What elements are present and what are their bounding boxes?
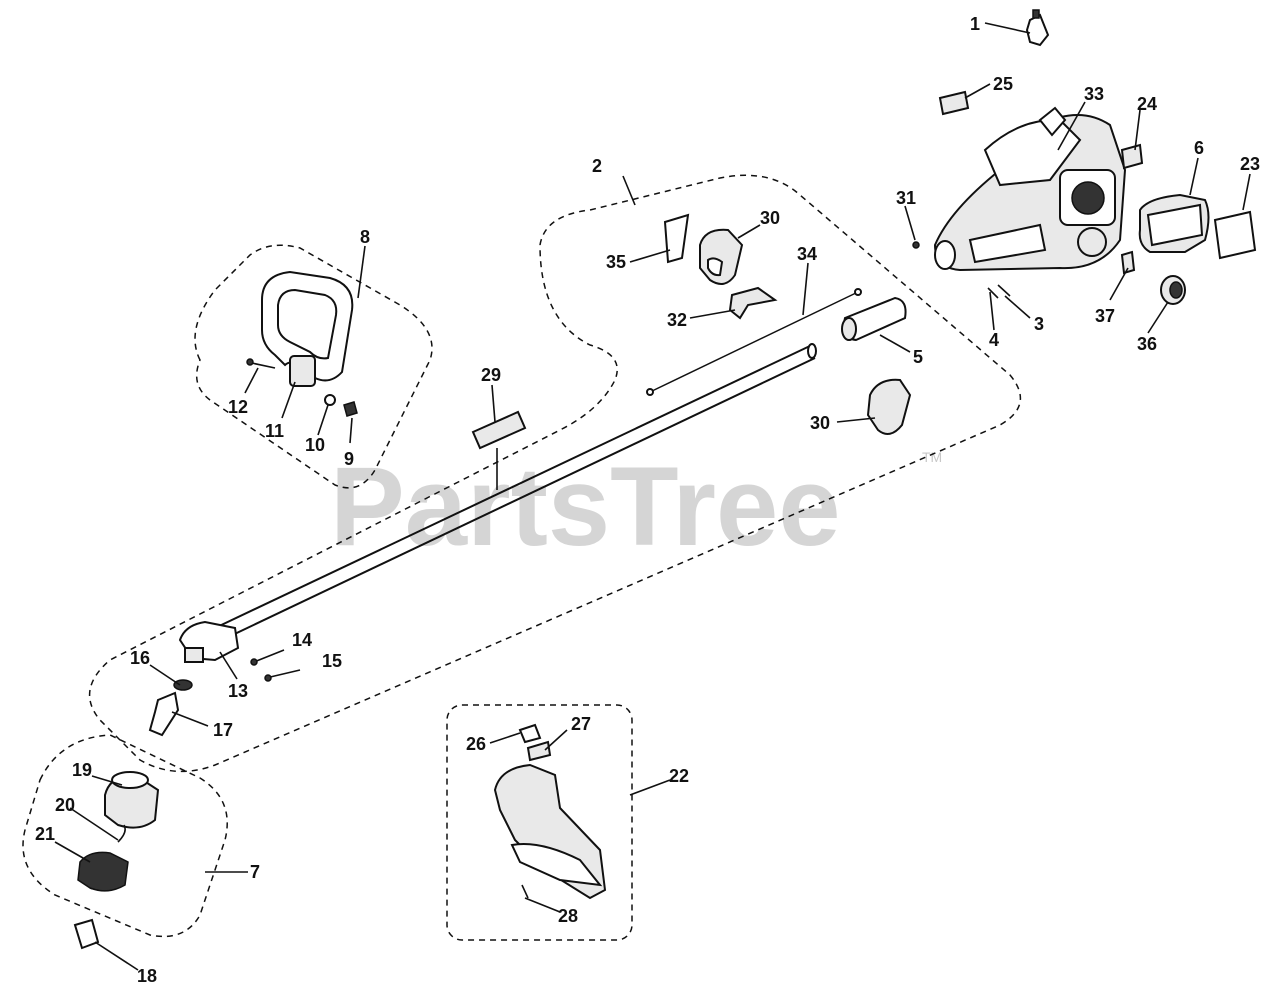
screws-3-4 [912, 241, 1011, 299]
throttle-cable [646, 288, 862, 396]
callout-35: 35 [606, 252, 626, 272]
group-outline-2 [88, 174, 1022, 773]
guard-assembly [493, 723, 607, 900]
callout-36: 36 [1137, 334, 1157, 354]
callout-28: 28 [558, 906, 578, 926]
callout-27: 27 [571, 714, 591, 734]
callout-2: 2 [592, 156, 602, 176]
drive-shaft [214, 343, 817, 641]
callout-7: 7 [250, 862, 260, 882]
gear-head [178, 620, 301, 682]
callout-33: 33 [1084, 84, 1104, 104]
callout-24: 24 [1137, 94, 1157, 114]
callout-37: 37 [1095, 306, 1115, 326]
sleeve-part-5 [841, 296, 907, 342]
filter-part-37 [1120, 250, 1136, 275]
spark-plug [1025, 9, 1050, 47]
decal-part-25 [938, 90, 970, 116]
callout-23: 23 [1240, 154, 1260, 174]
watermark-text: PartsTree [330, 444, 841, 569]
engine [933, 106, 1127, 272]
callout-10: 10 [305, 435, 325, 455]
callout-34: 34 [797, 244, 817, 264]
leader-lines [54, 22, 1251, 971]
callout-11: 11 [265, 421, 284, 441]
callout-30-lower: 30 [810, 413, 830, 433]
callout-14: 14 [292, 630, 312, 650]
callout-20: 20 [55, 795, 75, 815]
callout-9: 9 [344, 449, 354, 469]
callout-21: 21 [35, 824, 55, 844]
callout-22: 22 [669, 766, 689, 786]
callout-18: 18 [137, 966, 157, 986]
callout-30-upper: 30 [760, 208, 780, 228]
callout-8: 8 [360, 227, 370, 247]
label-part-29 [471, 410, 527, 490]
callout-6: 6 [1194, 138, 1204, 158]
callout-29: 29 [481, 365, 501, 385]
callout-26: 26 [466, 734, 486, 754]
callout-15: 15 [322, 651, 342, 671]
callout-labels: 1 2 3 4 5 6 7 8 9 10 11 12 13 14 15 16 1… [35, 14, 1260, 986]
callout-31: 31 [896, 188, 916, 208]
callout-13: 13 [228, 681, 248, 701]
group-outline-8 [194, 244, 433, 489]
bracket-part-35 [663, 213, 690, 264]
nut-part-36 [1160, 275, 1186, 305]
air-filter-cover [1138, 193, 1210, 253]
throttle-housing-upper [699, 228, 744, 285]
callout-32: 32 [667, 310, 687, 330]
callout-3: 3 [1034, 314, 1044, 334]
shaft-adapter-17 [148, 679, 193, 737]
callout-4: 4 [989, 330, 999, 350]
callout-17: 17 [213, 720, 233, 740]
filter-part-23 [1213, 210, 1257, 260]
trigger-part-32 [728, 286, 778, 320]
group-outline-22 [446, 704, 633, 941]
callout-19: 19 [72, 760, 92, 780]
callout-12: 12 [228, 397, 248, 417]
watermark-tm: TM [922, 449, 942, 465]
decal-part-24 [1120, 143, 1144, 170]
loop-handle [246, 270, 358, 417]
callout-16: 16 [130, 648, 150, 668]
throttle-housing-lower [866, 378, 912, 435]
group-outline-7 [22, 734, 228, 938]
callout-5: 5 [913, 347, 923, 367]
callout-1: 1 [970, 14, 980, 34]
callout-25: 25 [993, 74, 1013, 94]
